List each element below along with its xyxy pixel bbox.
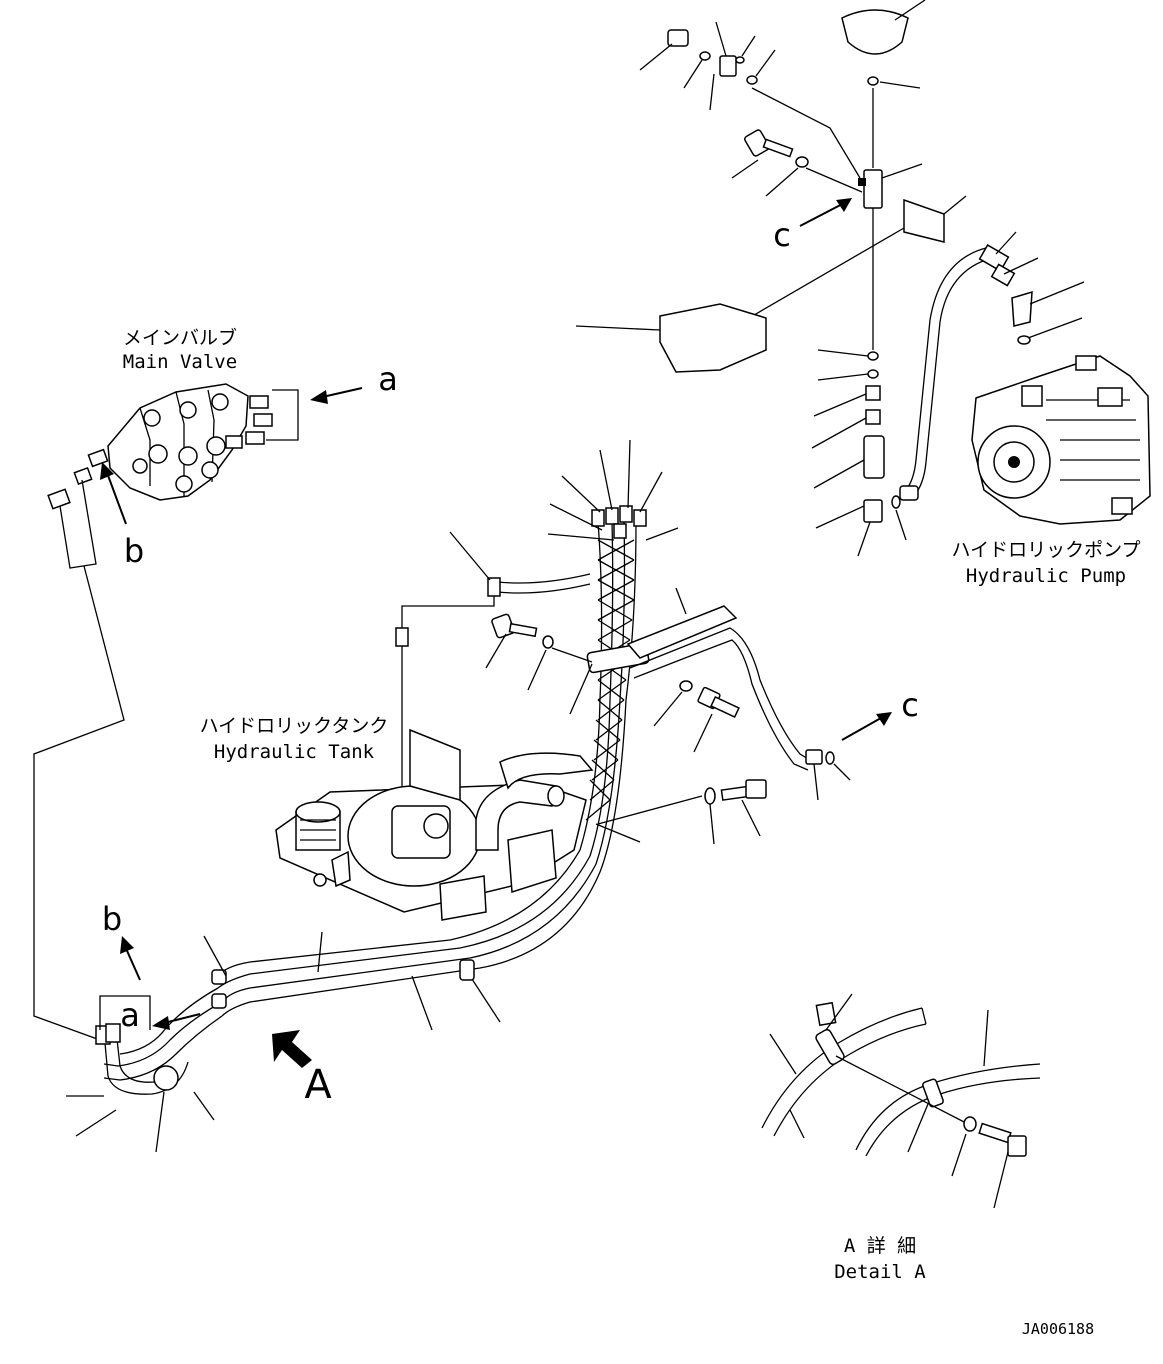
breather-cap-icon [841, 9, 909, 55]
hydraulic-tank [275, 728, 594, 921]
detail-a [761, 993, 1041, 1209]
ref-a-top: a [378, 360, 398, 398]
hose-bundle [217, 439, 892, 1017]
main-valve-en-label: Main Valve [123, 351, 237, 373]
bleeder-block [863, 169, 883, 209]
detail-a-en-label: Detail A [834, 1261, 926, 1283]
bracket [659, 303, 767, 373]
lower-hoses [66, 931, 501, 1153]
hydraulic-pump-en-label: Hydraulic Pump [966, 565, 1126, 587]
pump-hose [899, 231, 1085, 501]
top-fittings [575, 0, 967, 557]
hydraulic-pump-jp-label: ハイドロリックポンプ [951, 539, 1140, 561]
hydraulic-tank-en-label: Hydraulic Tank [214, 741, 375, 763]
main-valve [33, 383, 363, 1041]
ref-a-bottom: a [120, 996, 140, 1034]
detail-a-jp-label: A 詳 細 [844, 1235, 916, 1257]
view-a-arrow-icon [272, 1030, 312, 1068]
ref-c-mid: c [901, 686, 919, 724]
hydraulic-pump [971, 355, 1151, 525]
drawing-number: JA006188 [1022, 1320, 1094, 1338]
hydraulic-tank-jp-label: ハイドロリックタンク [200, 715, 389, 737]
ref-b-top: b [124, 532, 144, 570]
ref-b-bottom: b [102, 900, 122, 938]
ref-view-a: A [304, 1062, 332, 1108]
main-valve-jp-label: メインバルブ [123, 326, 237, 349]
ref-c-top: c [773, 216, 791, 254]
